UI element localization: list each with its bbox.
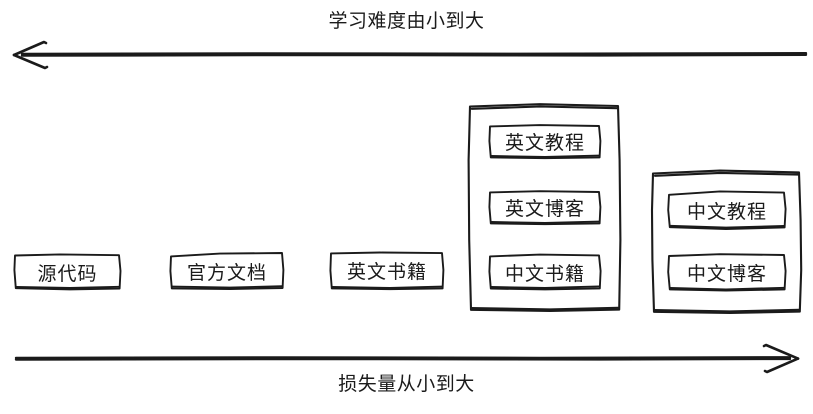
node-box-chinese-blog[interactable]: [667, 253, 787, 292]
group-box-english-mixed[interactable]: [467, 103, 622, 313]
node-box-english-books[interactable]: [329, 251, 445, 291]
node-box-official-docs[interactable]: [169, 252, 285, 290]
node-box-source-code[interactable]: [13, 253, 122, 291]
node-box-english-tutorial[interactable]: [488, 124, 602, 160]
node-box-chinese-books[interactable]: [488, 253, 602, 291]
arrow-right-icon: [762, 343, 800, 360]
group-box-chinese[interactable]: [650, 169, 803, 315]
node-box-english-blog[interactable]: [488, 190, 602, 226]
top-axis-arrow: [12, 40, 808, 70]
bottom-axis-arrow: [14, 343, 800, 374]
bottom-axis-caption: 损失量从小到大: [338, 374, 475, 395]
node-box-chinese-tutorial[interactable]: [667, 190, 787, 230]
arrow-left-icon: [12, 40, 48, 57]
top-axis-caption: 学习难度由小到大: [328, 11, 485, 32]
